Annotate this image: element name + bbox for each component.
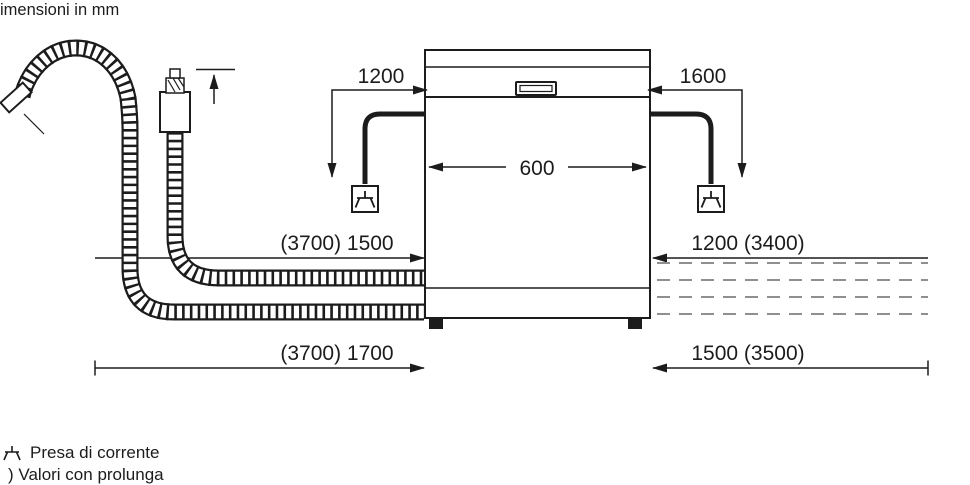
dim-label-cable-left: 1200	[358, 65, 405, 88]
hose-extension-dashed-lines	[657, 262, 928, 315]
dim-label-bottom-right: 1500 (3500)	[691, 342, 804, 365]
dishwasher-handle	[515, 81, 557, 96]
dimension-cable-right	[647, 85, 747, 178]
dishwasher-foot-right	[628, 318, 642, 329]
drain-hose-end-fitting	[0, 81, 33, 114]
water-tap-icon	[159, 68, 191, 133]
dishwasher-foot-left	[429, 318, 443, 329]
drain-hose-end-mark	[23, 113, 45, 135]
power-cord-right	[650, 111, 714, 184]
dim-label-cable-right: 1600	[680, 65, 727, 88]
legend-extension-label: ) Valori con prolunga	[8, 465, 164, 484]
legend: Presa di corrente ) Valori con prolunga	[3, 443, 164, 484]
inlet-hose	[166, 132, 424, 287]
dimension-hose-bottom-left	[94, 360, 425, 376]
dim-label-mid-left: (3700) 1500	[280, 232, 393, 255]
dim-label-machine-width: 600	[519, 157, 554, 180]
drain-hose	[0, 39, 424, 321]
dim-label-bottom-left: (3700) 1700	[280, 342, 393, 365]
power-socket-icon-legend	[3, 446, 21, 461]
power-socket-icon-left	[351, 185, 379, 213]
dim-label-mid-right: 1200 (3400)	[691, 232, 804, 255]
dimension-hose-bottom-right	[652, 360, 929, 376]
dishwasher	[424, 49, 651, 329]
power-socket-icon-right	[697, 185, 725, 213]
legend-socket-label: Presa di corrente	[30, 443, 159, 462]
dimension-tap-height	[196, 68, 235, 104]
dimension-cable-left	[327, 85, 428, 178]
page-title: imensioni in mm	[0, 1, 119, 19]
power-cord-left	[362, 111, 425, 184]
